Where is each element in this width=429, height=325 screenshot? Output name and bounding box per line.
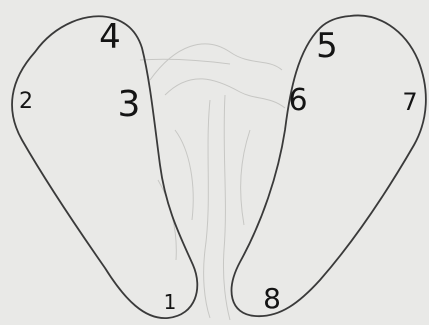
right-region-outline <box>230 14 427 317</box>
label-4: 4 <box>99 17 121 57</box>
label-3: 3 <box>118 84 141 125</box>
label-6: 6 <box>288 83 307 118</box>
background-sketch <box>139 43 286 321</box>
label-1: 1 <box>164 290 177 314</box>
label-2: 2 <box>19 89 33 114</box>
label-5: 5 <box>316 26 338 66</box>
left-region-outline <box>11 15 199 319</box>
label-7: 7 <box>402 88 417 116</box>
label-8: 8 <box>263 282 281 315</box>
